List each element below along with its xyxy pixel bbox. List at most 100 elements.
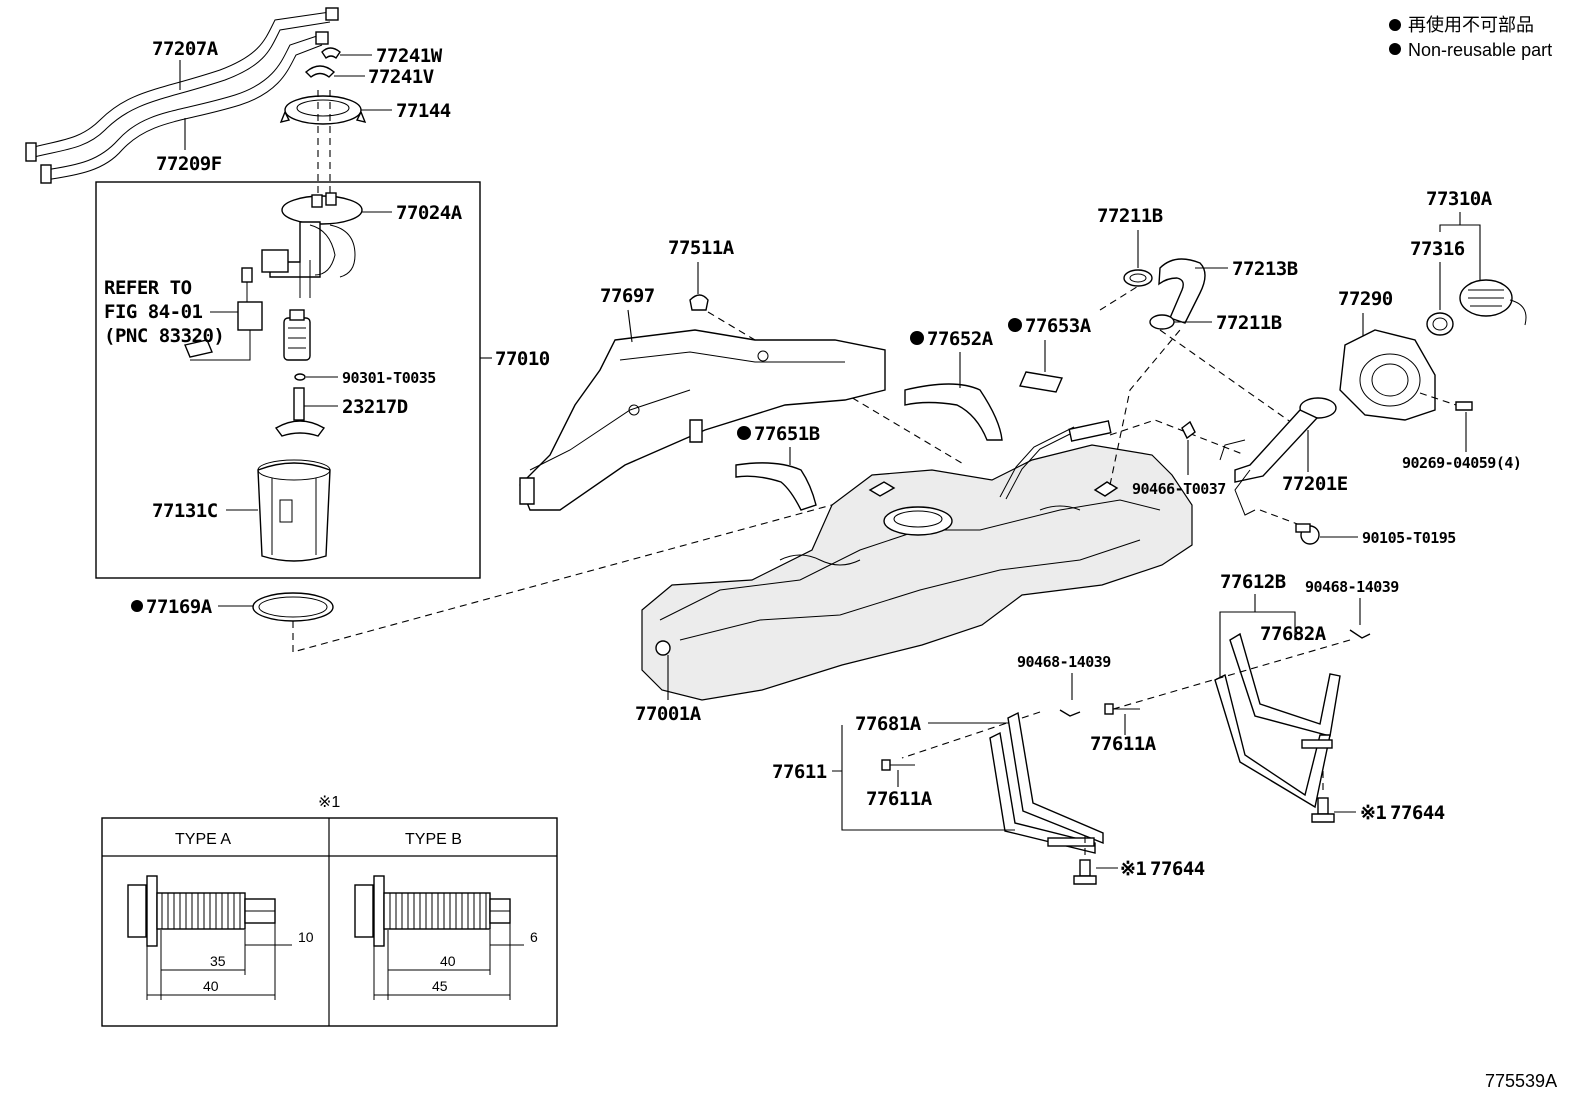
non-reusable-dot-icon [1389,43,1401,55]
part-label-90468-14039-middle: 90468-14039 [1017,653,1111,671]
type-b-header: TYPE B [405,831,462,848]
part-label-90105-T0195: 90105-T0195 [1362,529,1456,547]
bolt-77611A-left [881,759,915,771]
type-b-dim-6: 6 [530,929,538,945]
fuel-filler-door-77290 [1339,329,1436,421]
type-a-dim-10: 10 [298,929,314,945]
fuel-filter [283,309,311,361]
hose-clamp-77211B-bottom [1149,314,1175,330]
part-label-77001A: 77001A [635,703,702,725]
fuel-filler-pipe-77201E [1219,397,1337,516]
part-label-90466-T0037: 90466-T0037 [1132,480,1226,498]
part-label-77681A: 77681A [855,713,922,735]
fuel-cap-77310A [1459,279,1527,326]
part-label-90269-04059: 90269-04059(4) [1402,454,1521,472]
part-label-77682A: 77682A [1260,623,1327,645]
non-reusable-dot-icon [1389,19,1401,31]
hose-77213B [1158,258,1206,324]
type-a-header: TYPE A [175,831,231,848]
fuel-suction-sub-tank-77131C [257,459,331,562]
type-b-bolt-drawing [354,875,524,1000]
part-label-77024A: 77024A [396,202,463,224]
type-a-dim-40: 40 [203,978,219,994]
part-label-90468-14039-right: 90468-14039 [1305,578,1399,596]
part-label-77010: 77010 [495,348,550,370]
non-reusable-dot-icon [910,331,924,345]
part-label-77131C: 77131C [152,500,218,522]
legend-en-text: Non-reusable part [1408,40,1552,60]
fuel-tank-77001A [641,420,1193,701]
protector-77697 [519,329,886,511]
fuel-sender-gauge [184,267,263,361]
bolt-77611A-right [1104,703,1140,715]
fuel-pump-bracket-77024A [261,192,363,298]
part-label-77652A: 77652A [927,328,994,350]
non-reusable-dot-icon [1008,318,1022,332]
pressure-regulator-23217D [274,387,326,437]
tank-band-77682A [1214,632,1341,809]
part-label-77209F: 77209F [156,153,222,175]
part-label-77144: 77144 [396,100,451,122]
part-label-77241V: 77241V [368,66,434,88]
table-ref-mark: ※1 [318,794,340,811]
bolt-type-table [101,817,558,1027]
bolt-77644-bottom [1073,859,1097,885]
clip-90468-right [1349,629,1371,639]
ref-mark-right: ※1 [1360,802,1386,824]
part-label-77653A: 77653A [1025,315,1092,337]
protector-77653A [1019,371,1063,393]
part-label-77290: 77290 [1338,288,1393,310]
part-label-77213B: 77213B [1232,258,1298,280]
fuel-tube-assembly [25,7,339,184]
type-a-dim-35: 35 [210,953,226,969]
part-label-77201E: 77201E [1282,473,1348,495]
screw-90269 [1455,401,1473,411]
part-label-77207A: 77207A [152,38,219,60]
refer-note-line1: REFER TO [104,277,192,299]
part-label-77316: 77316 [1410,238,1465,260]
bolt-77644-right [1311,797,1335,823]
non-reusable-dot-icon [737,426,751,440]
part-label-77644-right: 77644 [1390,802,1445,824]
refer-note-line3: (PNC 83320) [104,325,224,347]
part-label-77611: 77611 [772,761,827,783]
retainer-ring-77144 [279,95,367,125]
part-label-77611A-left: 77611A [866,788,933,810]
part-label-77310A: 77310A [1426,188,1493,210]
part-label-77611A-right: 77611A [1090,733,1157,755]
part-label-23217D: 23217D [342,396,408,418]
diagram-id: 775539A [1485,1071,1557,1091]
tank-band-77681A [989,711,1104,854]
part-label-77651B: 77651B [754,423,820,445]
legend-jp-text: 再使用不可部品 [1408,15,1534,35]
refer-note-line2: FIG 84-01 [104,301,203,323]
ref-mark-bottom: ※1 [1120,858,1146,880]
part-label-77169A: 77169A [146,596,213,618]
type-b-dim-45: 45 [432,978,448,994]
clamp-77511A [689,294,709,311]
part-label-90301-T0035: 90301-T0035 [342,369,436,387]
part-label-77511A: 77511A [668,237,735,259]
protector-77652A [904,383,1003,441]
part-label-77241W: 77241W [376,45,443,67]
clip-90466 [1181,420,1196,440]
o-ring-90301 [294,373,306,381]
fuel-pump-assembly-box [95,181,481,579]
part-label-77211B-bottom: 77211B [1216,312,1282,334]
legend: 再使用不可部品 Non-reusable part [1389,15,1552,60]
hose-clamp-77211B-top [1123,269,1153,287]
part-label-77697: 77697 [600,285,655,307]
part-label-77644-bottom: 77644 [1150,858,1205,880]
type-a-bolt-drawing [127,875,292,1000]
clip-77241V [304,65,336,78]
clip-90468-middle [1059,709,1081,717]
part-label-77612B: 77612B [1220,571,1286,593]
non-reusable-dot-icon [131,600,143,612]
part-label-77211B-top: 77211B [1097,205,1163,227]
clip-77241W [321,47,341,60]
gasket-77169A [252,592,334,622]
bolt-90105 [1295,523,1320,545]
type-b-dim-40: 40 [440,953,456,969]
fuel-cap-gasket-77316 [1426,312,1454,336]
